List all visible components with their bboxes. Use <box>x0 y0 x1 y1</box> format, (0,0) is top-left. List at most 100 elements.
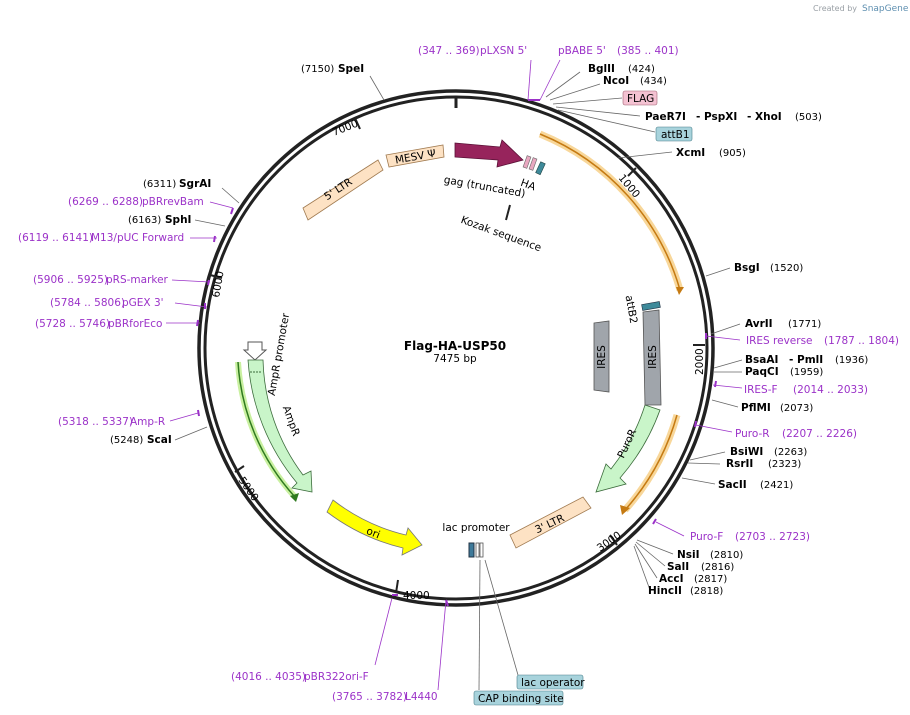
orange-track-1-line <box>539 133 681 291</box>
tick-marks <box>209 117 705 594</box>
site-scai-pos: (5248) <box>110 435 143 446</box>
site-paer7i-name: PaeR7I <box>645 111 686 123</box>
tick-6000: 6000 <box>210 270 226 298</box>
site-pspxi-name: - PspXI <box>696 111 737 123</box>
site-bglii-pos: (424) <box>628 64 655 75</box>
orange-track-1-head <box>676 287 684 295</box>
primer-plxsn-range: (347 .. 369) <box>418 45 480 57</box>
flag-box <box>622 90 658 106</box>
tick-2000: 2000 <box>694 348 706 375</box>
site-rsrii-name: RsrII <box>726 458 753 470</box>
ires-inner-shape <box>593 320 610 393</box>
flag-box-label: FLAG <box>627 93 654 105</box>
leader-lines <box>174 71 743 691</box>
lac-promoter-label: lac promoter <box>442 522 510 534</box>
primer-pbr322-name: pBR322ori-F <box>304 671 369 683</box>
site-sphi-name: SphI <box>165 214 191 226</box>
lac-operator-box-label: lac operator <box>521 677 585 689</box>
primer-pbabe-name: pBABE 5' <box>558 45 606 57</box>
site-sali-name: SalI <box>667 561 689 573</box>
primer-pgex-name: pGEX 3' <box>122 297 164 309</box>
site-paer7i-pos: (503) <box>795 112 822 123</box>
site-sali-pos: (2816) <box>701 562 734 573</box>
mesv-label: MESV Ψ <box>394 148 437 167</box>
attb2-label: attB2 <box>623 294 640 324</box>
primer-leaders <box>166 59 743 691</box>
primer-pbrforeco-name: pBRforEco <box>108 318 162 330</box>
primer-pbrrevbam-name: pBRrevBam <box>142 196 204 208</box>
site-sphi-pos: (6163) <box>128 215 161 226</box>
primer-l4440-name: L4440 <box>405 691 438 703</box>
flag-ha-markers <box>522 155 546 176</box>
site-pflmi-pos: (2073) <box>780 403 813 414</box>
orange-track-1 <box>538 130 684 291</box>
site-acci-pos: (2817) <box>694 574 727 585</box>
primer-iresf-name: IRES-F <box>744 384 778 396</box>
site-xcmi-name: XcmI <box>676 147 705 159</box>
attb1-box-label: attB1 <box>661 129 690 141</box>
ori-label: ori <box>365 525 382 541</box>
site-avrii-pos: (1771) <box>788 319 821 330</box>
orange-track-2-head <box>620 505 630 515</box>
attb2-shape <box>641 301 661 311</box>
primer-purof-name: Puro-F <box>690 531 723 543</box>
primer-m13-name: M13/pUC Forward <box>91 232 184 244</box>
backbone-outer <box>197 89 715 607</box>
primer-iresrev-range: (1787 .. 1804) <box>824 335 899 347</box>
site-paqci-pos: (1959) <box>790 367 823 378</box>
site-spei-name: SpeI <box>338 63 364 75</box>
three-ltr-shape <box>509 496 592 549</box>
primer-m13-range: (6119 .. 6141) <box>18 232 93 244</box>
site-xhoi-name: - XhoI <box>747 111 782 123</box>
site-spei-pos: (7150) <box>301 64 334 75</box>
site-acci-name: AccI <box>659 573 683 585</box>
kozak-label: Kozak sequence <box>459 214 543 254</box>
primer-plxsn-name: pLXSN 5' <box>480 45 527 57</box>
site-scai-name: ScaI <box>147 434 172 446</box>
primer-purof-range: (2703 .. 2723) <box>735 531 810 543</box>
primer-prsmarker-name: pRS-marker <box>106 274 169 286</box>
primer-pbr322-range: (4016 .. 4035) <box>231 671 306 683</box>
ampr-promoter-label: AmpR promoter <box>266 312 292 397</box>
green-track-head <box>290 493 299 502</box>
site-xcmi-pos: (905) <box>719 148 746 159</box>
site-bsaai-name: BsaAI <box>745 354 778 366</box>
plasmid-name: Flag-HA-USP50 <box>404 339 506 353</box>
tick-3000: 3000 <box>595 529 624 554</box>
puror-arrow <box>595 404 661 493</box>
credit-text: Created by <box>813 4 857 13</box>
site-bsgi-name: BsgI <box>734 262 760 274</box>
gag-arrow <box>454 139 524 168</box>
site-paqci-name: PaqCI <box>745 366 779 378</box>
ori-arrow <box>326 499 423 556</box>
primer-puror-range: (2207 .. 2226) <box>782 428 857 440</box>
ires-inner-label: IRES <box>596 345 608 369</box>
primer-marks <box>196 99 717 607</box>
ampr-label: AmpR <box>280 404 302 438</box>
site-rsrii-pos: (2323) <box>768 459 801 470</box>
tick-4000: 4000 <box>403 590 430 602</box>
primer-iresrev-name: IRES reverse <box>746 335 813 347</box>
green-track-line <box>237 361 296 498</box>
site-bsaai-pos: (1936) <box>835 355 868 366</box>
gag-label: gag (truncated) <box>443 174 526 200</box>
ampr-promoter-arrow <box>242 341 268 361</box>
ha-label: HA <box>519 177 538 194</box>
site-avrii-name: AvrII <box>745 318 773 330</box>
site-pmli-name: - PmlI <box>789 354 823 366</box>
cap-site-box <box>473 690 564 706</box>
site-bsgi-pos: (1520) <box>770 263 803 274</box>
primer-l4440-range: (3765 .. 3782) <box>332 691 407 703</box>
lac-promoter-shape <box>468 542 484 558</box>
cap-site-box-label: CAP binding site <box>478 693 564 705</box>
site-sacii-name: SacII <box>718 479 747 491</box>
site-nsii-name: NsiI <box>677 549 700 561</box>
attb1-box <box>655 126 693 142</box>
site-nsii-pos: (2810) <box>710 550 743 561</box>
site-sgrai-pos: (6311) <box>143 179 176 190</box>
ires-outer-shape <box>642 309 662 406</box>
site-sacii-pos: (2421) <box>760 480 793 491</box>
primer-pgex-range: (5784 .. 5806) <box>50 297 125 309</box>
site-sgrai-name: SgrAI <box>179 178 211 190</box>
